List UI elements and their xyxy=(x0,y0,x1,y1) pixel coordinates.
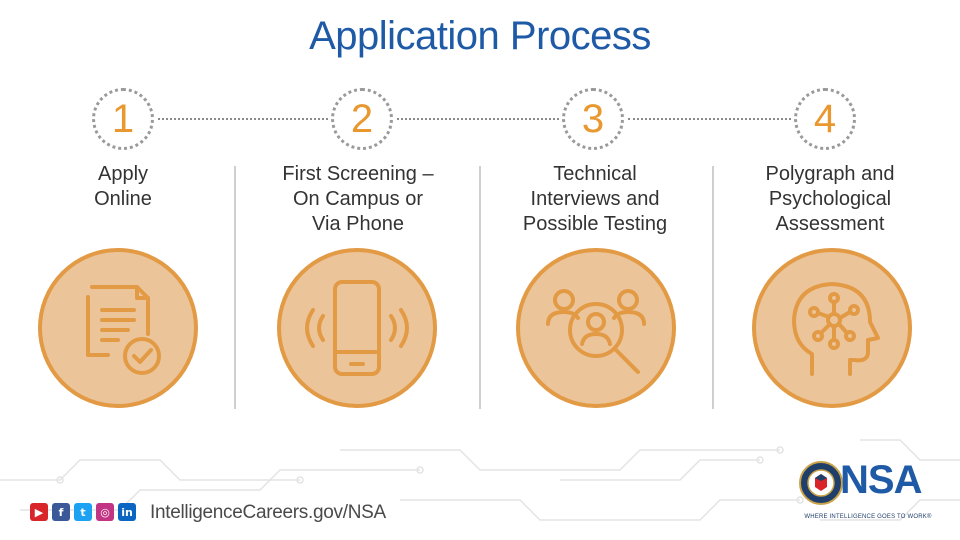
step-connector xyxy=(628,118,791,120)
people-search-icon xyxy=(516,248,676,408)
circuit-decoration xyxy=(0,439,960,521)
step-connector xyxy=(397,118,559,120)
head-network-icon xyxy=(752,248,912,408)
nsa-wordmark: NSA xyxy=(840,458,922,502)
nsa-seal-icon xyxy=(799,461,843,505)
step-2-number: 2 xyxy=(331,88,393,150)
page-title: Application Process xyxy=(309,14,651,58)
step-4-number: 4 xyxy=(794,88,856,150)
twitter-icon[interactable]: t xyxy=(74,503,92,521)
instagram-icon[interactable]: ◎ xyxy=(96,503,114,521)
document-check-icon xyxy=(38,248,198,408)
column-divider xyxy=(712,166,714,409)
step-connector xyxy=(158,118,328,120)
nsa-logo: NSA WHERE INTELLIGENCE GOES TO WORK® xyxy=(798,458,938,528)
step-3-number: 3 xyxy=(562,88,624,150)
smartphone-ringing-icon xyxy=(277,248,437,408)
nsa-tagline: WHERE INTELLIGENCE GOES TO WORK® xyxy=(804,514,932,520)
youtube-icon[interactable]: ▶ xyxy=(30,503,48,521)
facebook-icon[interactable]: f xyxy=(52,503,70,521)
social-links: ▶ f t ◎ in xyxy=(30,503,136,521)
column-divider xyxy=(479,166,481,409)
step-1-number: 1 xyxy=(92,88,154,150)
linkedin-icon[interactable]: in xyxy=(118,503,136,521)
column-divider xyxy=(234,166,236,409)
careers-url[interactable]: IntelligenceCareers.gov/NSA xyxy=(150,502,386,523)
